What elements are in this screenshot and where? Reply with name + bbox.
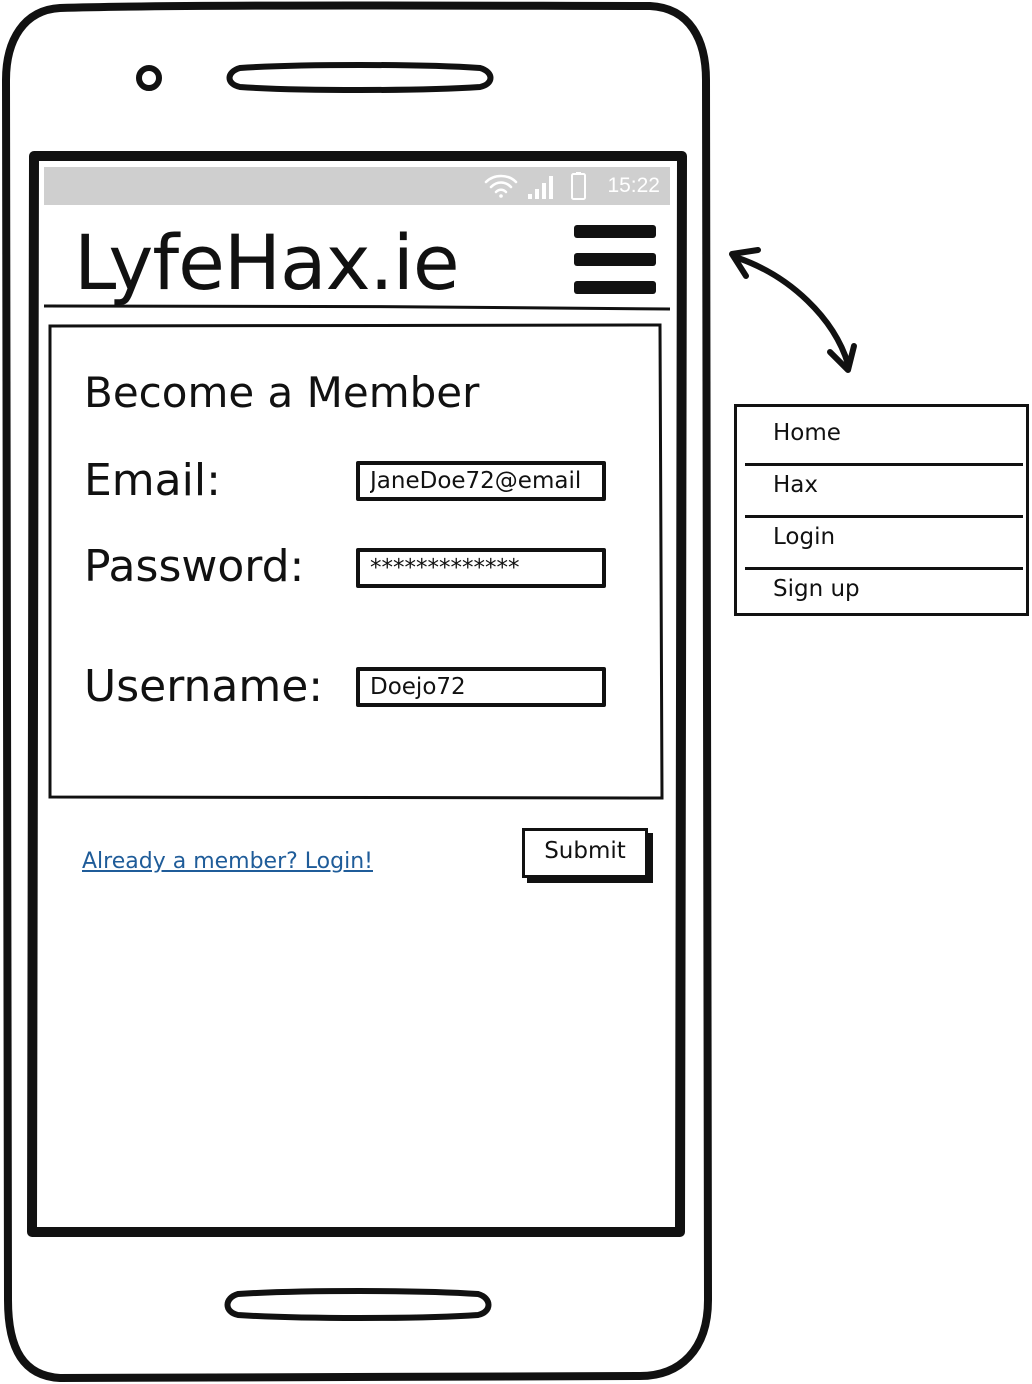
form-panel-border: [48, 323, 664, 800]
login-link[interactable]: Already a member? Login!: [82, 849, 373, 874]
submit-button[interactable]: Submit: [522, 828, 648, 878]
battery-icon: [571, 172, 586, 200]
double-arrow-curve: [735, 255, 851, 367]
home-button: [224, 1288, 492, 1321]
menu-item-home[interactable]: Home: [773, 420, 841, 446]
status-bar: 15:22: [44, 167, 670, 205]
status-icons: [484, 172, 586, 200]
email-label: Email:: [84, 455, 221, 506]
hamburger-menu-glyph: [574, 225, 656, 294]
menu-item-login[interactable]: Login: [773, 524, 836, 550]
password-field[interactable]: [356, 548, 606, 588]
menu-item-sign-up[interactable]: Sign up: [773, 576, 860, 602]
signal-icon: [528, 176, 553, 199]
phone-body-outline: [2, 1, 712, 1382]
menu-item-hax[interactable]: Hax: [773, 472, 819, 498]
header-divider: [43, 304, 671, 311]
username-label: Username:: [84, 661, 324, 712]
side-menu: Home Hax Login Sign up: [734, 404, 1029, 616]
menu-divider: [745, 515, 1023, 518]
app-title: LyfeHax.ie: [74, 218, 460, 307]
email-field[interactable]: [356, 461, 606, 501]
username-field[interactable]: [356, 667, 606, 707]
status-time: 15:22: [607, 174, 660, 197]
wifi-icon: [484, 174, 518, 198]
form-heading: Become a Member: [84, 368, 480, 417]
hamburger-menu-icon[interactable]: [572, 224, 658, 296]
arrow-head-bottom: [827, 343, 857, 373]
password-label: Password:: [84, 541, 305, 592]
menu-divider: [745, 567, 1023, 570]
arrow-head-top: [729, 247, 761, 279]
screen-bezel: [27, 151, 687, 1237]
speaker-slot: [226, 62, 494, 93]
camera-icon: [136, 65, 162, 91]
menu-divider: [745, 463, 1023, 466]
